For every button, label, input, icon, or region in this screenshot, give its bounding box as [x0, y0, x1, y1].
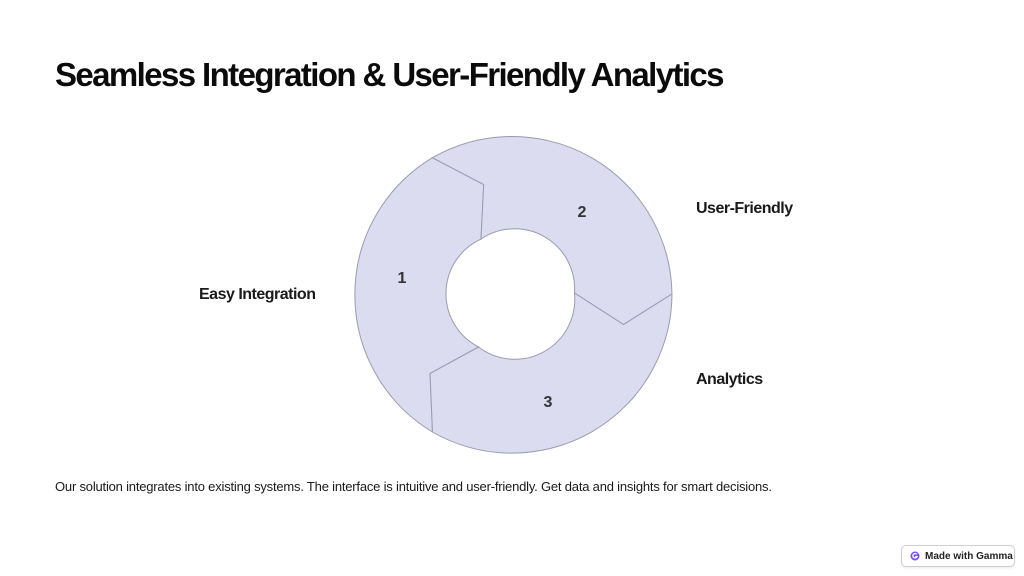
cycle-segment-1: 1 — [354, 157, 485, 433]
segment-2-label: User-Friendly — [696, 200, 793, 217]
cycle-diagram: 1 2 3 — [354, 135, 673, 454]
gamma-logo-icon — [910, 551, 920, 561]
segment-1-label: Easy Integration — [199, 286, 316, 303]
badge-label: Made with Gamma — [925, 550, 1013, 562]
made-with-gamma-badge[interactable]: Made with Gamma — [901, 545, 1015, 567]
cycle-segment-2: 2 — [431, 135, 673, 326]
segment-3-label: Analytics — [696, 371, 763, 388]
slide-description: Our solution integrates into existing sy… — [55, 479, 772, 494]
segment-2-number: 2 — [578, 204, 587, 221]
page-title: Seamless Integration & User-Friendly Ana… — [55, 56, 725, 93]
cycle-segment-3: 3 — [429, 292, 673, 454]
segment-1-number: 1 — [398, 270, 407, 287]
segment-3-number: 3 — [544, 394, 553, 411]
